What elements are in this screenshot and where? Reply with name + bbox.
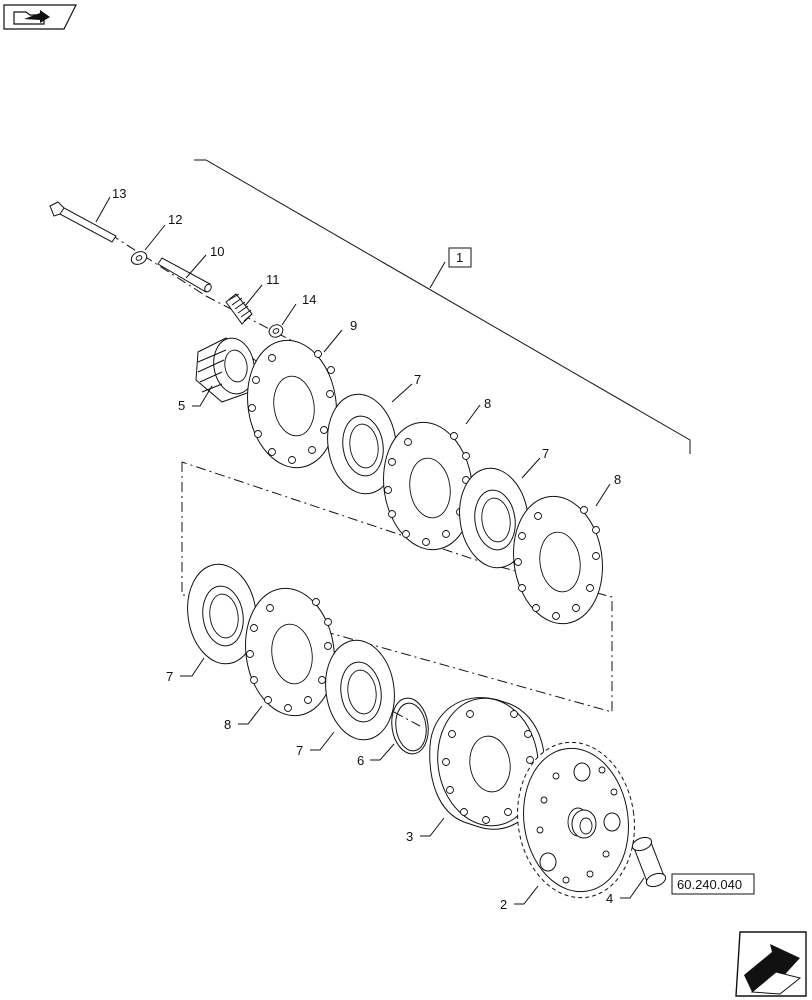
callout-13: 13 <box>112 186 126 201</box>
callout-9: 9 <box>350 318 357 333</box>
clutch-housing-3 <box>429 697 546 830</box>
callout-8c: 8 <box>224 717 231 732</box>
callout-1: 1 <box>456 250 463 265</box>
callout-14: 14 <box>302 292 316 307</box>
callout-7c: 7 <box>166 669 173 684</box>
washer-12 <box>130 251 148 265</box>
folder-back-icon[interactable] <box>3 4 77 30</box>
pin-10 <box>157 257 212 293</box>
callout-2: 2 <box>500 897 507 912</box>
steel-plate-8b <box>513 495 603 625</box>
friction-disc-7b <box>459 467 529 569</box>
bushing-4 <box>631 836 667 888</box>
callout-5: 5 <box>178 398 185 413</box>
callout-labels: 1 13 12 10 11 14 9 5 7 8 7 8 7 8 7 6 3 2… <box>112 186 621 912</box>
friction-disc-7d <box>325 639 395 741</box>
sprocket-2 <box>517 741 635 899</box>
reference-link[interactable]: 60.240.040 <box>671 873 755 895</box>
callout-10: 10 <box>210 244 224 259</box>
plate-9 <box>247 339 337 469</box>
reference-label: 60.240.040 <box>677 877 742 892</box>
callout-4: 4 <box>606 891 613 906</box>
bolt-13 <box>49 201 117 243</box>
snap-ring-6 <box>391 697 429 755</box>
callout-11: 11 <box>266 272 280 287</box>
spring-11 <box>225 293 253 325</box>
steel-plate-8c <box>245 587 335 717</box>
callout-8b: 8 <box>614 472 621 487</box>
callout-3: 3 <box>406 829 413 844</box>
friction-disc-7a <box>327 393 397 495</box>
friction-disc-7c <box>187 563 257 665</box>
washer-14 <box>268 324 284 338</box>
leader-lines <box>95 196 645 905</box>
next-page-arrow-icon[interactable] <box>735 931 807 997</box>
steel-plate-8a <box>383 421 473 551</box>
callout-7a: 7 <box>414 372 421 387</box>
callout-8a: 8 <box>484 396 491 411</box>
callout-12: 12 <box>168 212 182 227</box>
callout-7b: 7 <box>542 446 549 461</box>
callout-6: 6 <box>357 753 364 768</box>
callout-7d: 7 <box>296 743 303 758</box>
assembly-bracket <box>194 159 691 454</box>
